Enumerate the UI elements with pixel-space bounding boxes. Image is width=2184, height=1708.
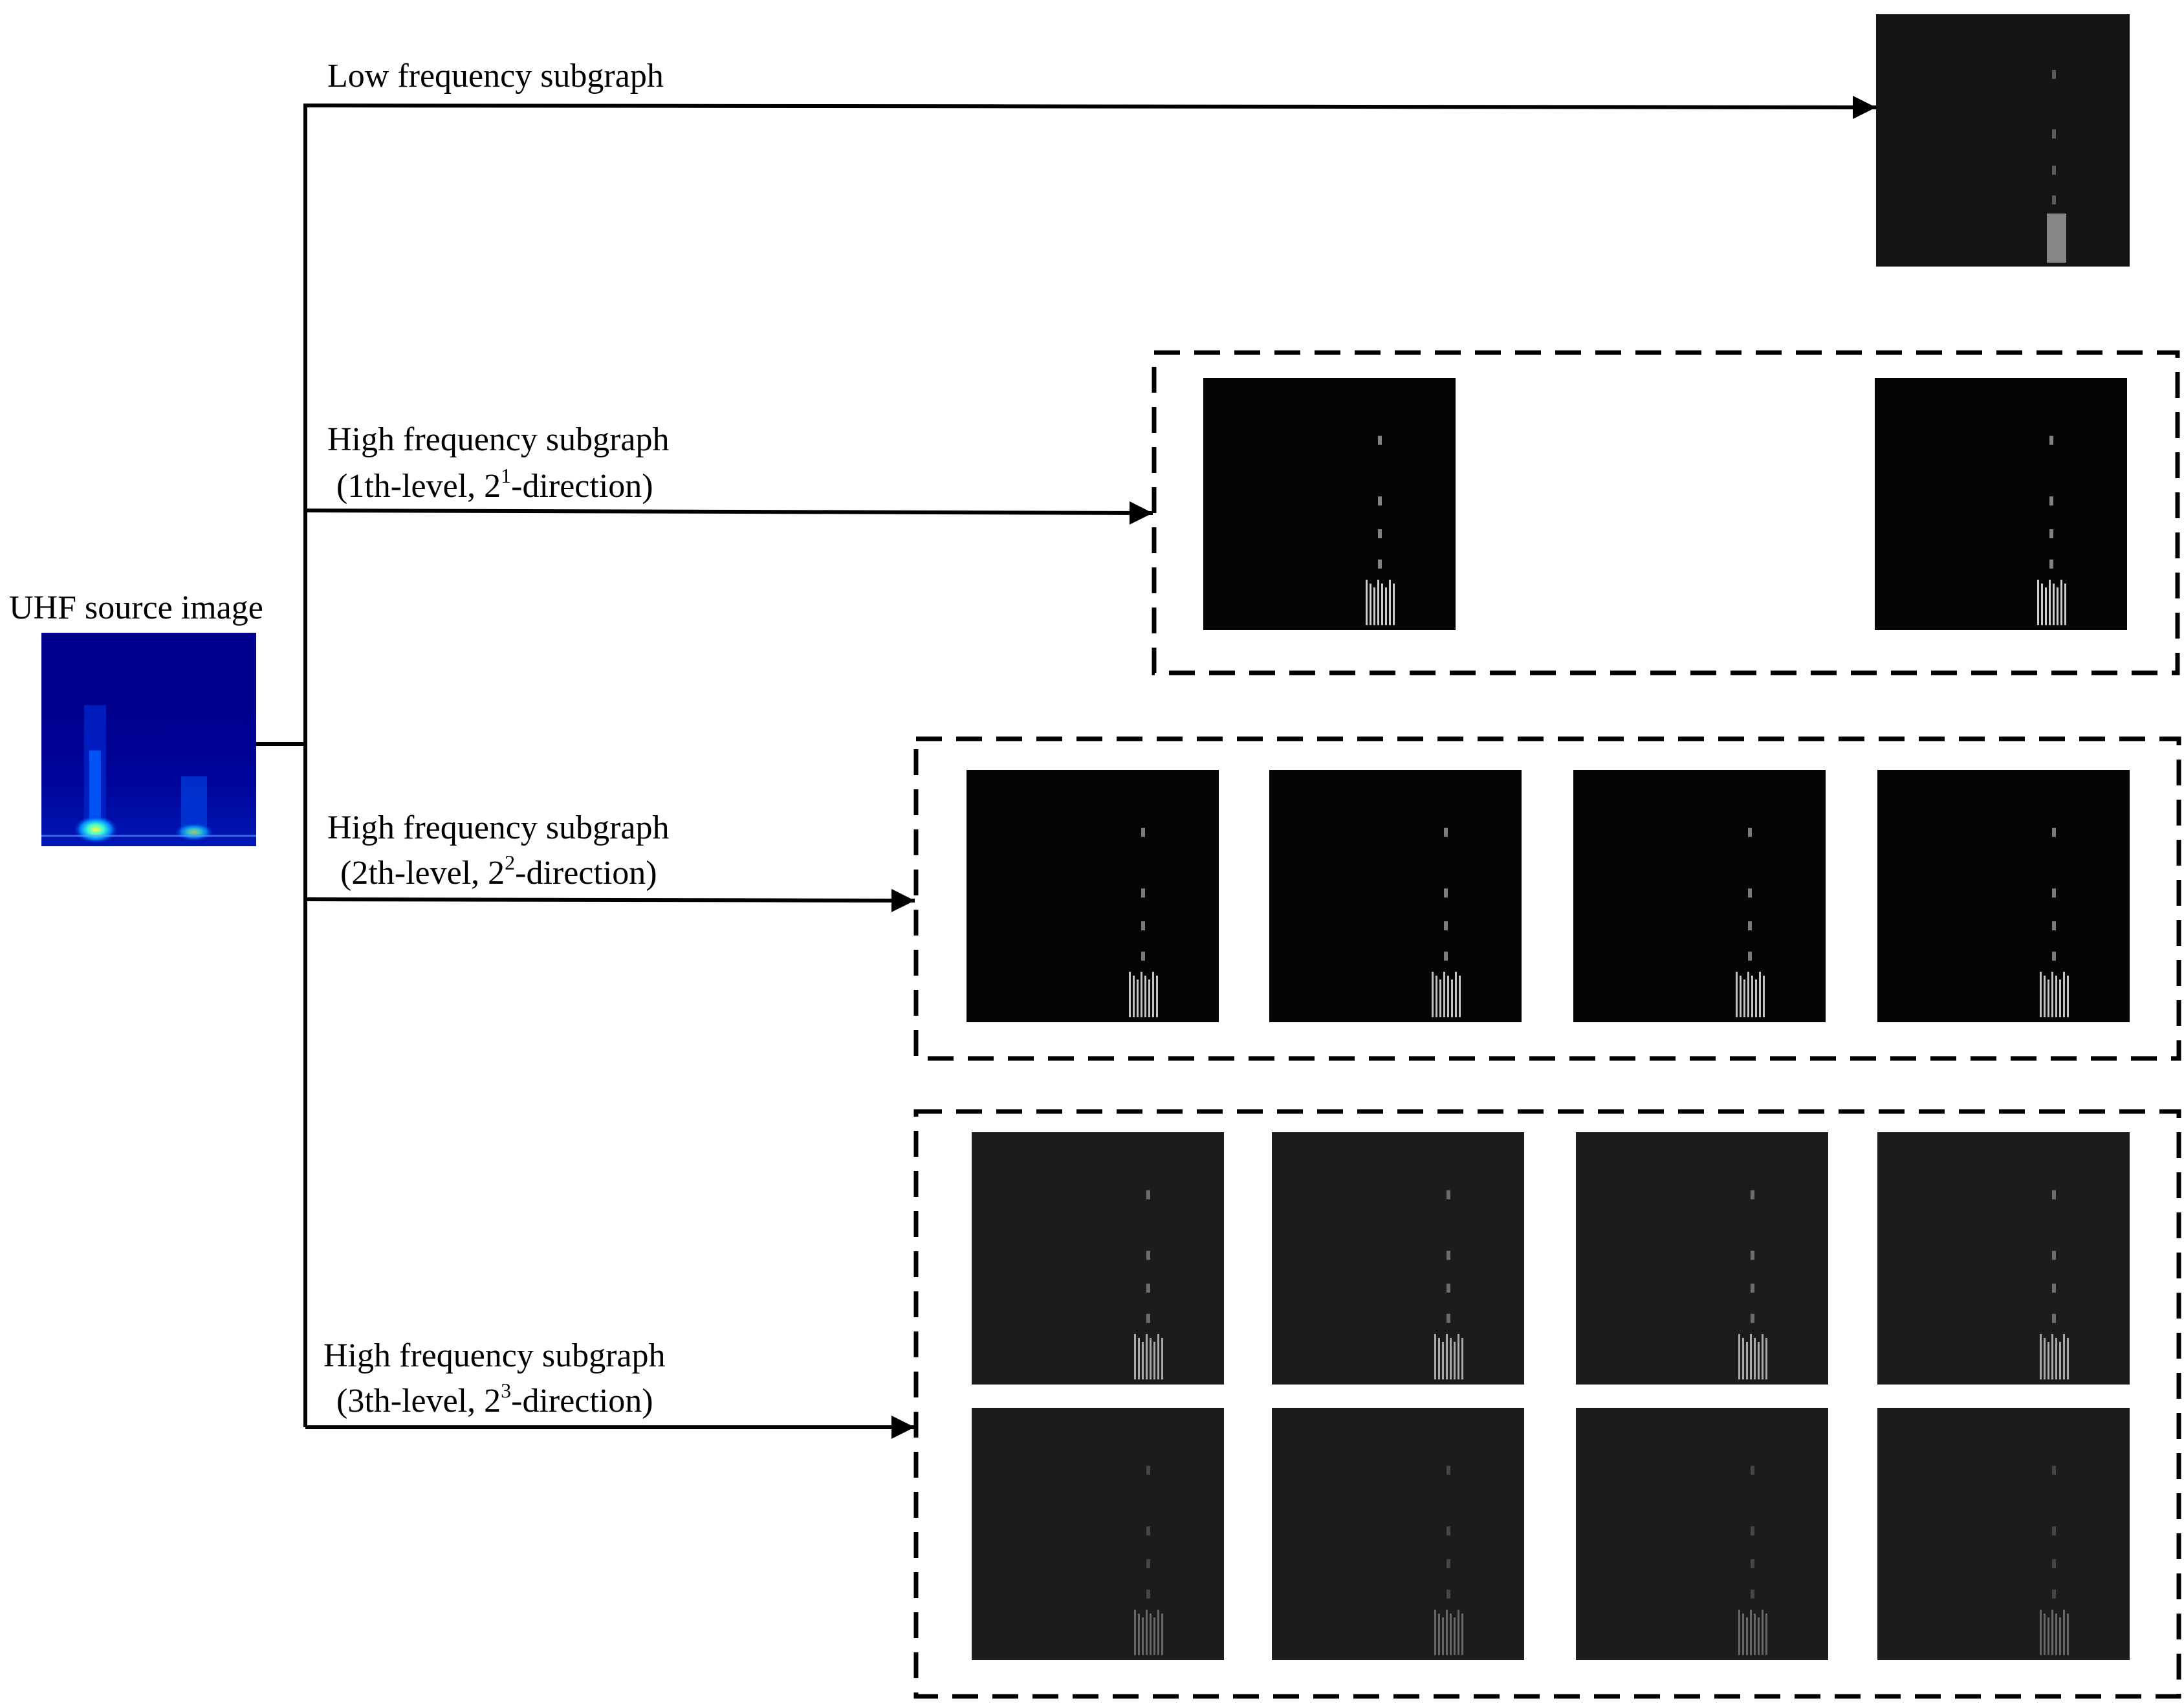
- level3-branch-title: High frequency subgraph: [323, 1337, 666, 1374]
- level3-detail-suffix: -direction): [511, 1383, 653, 1419]
- level3-branch-label: High frequency subgraph: [323, 1335, 666, 1377]
- level3-subgraph-image: [1877, 1132, 2130, 1385]
- level3-subgraph-image: [1576, 1132, 1828, 1385]
- level2-detail-suffix: -direction): [515, 855, 657, 892]
- level3-subgraph-image: [1877, 1408, 2130, 1660]
- level1-group-frame: [1152, 350, 2180, 675]
- arrow-level1: [305, 501, 1153, 525]
- level2-subgraph-image: [966, 770, 1219, 1022]
- level2-subgraph-image: [1269, 770, 1522, 1022]
- level3-subgraph-image: [972, 1132, 1224, 1385]
- level1-detail-exponent: 1: [501, 464, 512, 487]
- level3-subgraph-image: [1576, 1408, 1828, 1660]
- low-branch-title: Low frequency subgraph: [327, 58, 664, 94]
- level2-branch-label: High frequency subgraph: [327, 807, 670, 849]
- source-image-title: UHF source image: [9, 589, 263, 626]
- level3-detail-prefix: (3th-level, 2: [336, 1383, 501, 1419]
- low-frequency-subgraph-image: [1876, 14, 2130, 267]
- level2-subgraph-image: [1573, 770, 1826, 1022]
- level2-group-frame: [913, 736, 2181, 1061]
- low-branch-label: Low frequency subgraph: [327, 56, 664, 97]
- level2-detail-exponent: 2: [505, 851, 516, 874]
- level1-detail-suffix: -direction): [511, 468, 653, 505]
- level1-branch-title: High frequency subgraph: [327, 421, 670, 458]
- level3-subgraph-image: [972, 1408, 1224, 1660]
- level1-subgraph-image: [1203, 378, 1456, 630]
- level2-subgraphs: [966, 770, 2130, 1022]
- level1-detail-prefix: (1th-level, 2: [336, 468, 501, 505]
- level3-subgraph-image: [1272, 1408, 1524, 1660]
- level1-branch-detail: (1th-level, 21-direction): [336, 464, 653, 507]
- level1-branch-label: High frequency subgraph: [327, 419, 670, 461]
- level2-branch-detail: (2th-level, 22-direction): [340, 851, 657, 894]
- level2-subgraph-image: [1877, 770, 2130, 1022]
- level3-branch-detail: (3th-level, 23-direction): [336, 1379, 653, 1422]
- level1-subgraph-image: [1875, 378, 2127, 630]
- arrow-low: [305, 95, 1877, 119]
- level3-detail-exponent: 3: [501, 1379, 512, 1402]
- uhf-source-image: [41, 633, 256, 846]
- level2-detail-prefix: (2th-level, 2: [340, 855, 505, 892]
- level3-subgraphs: [972, 1132, 2130, 1660]
- arrow-level2: [305, 888, 915, 912]
- level1-subgraphs: [1203, 378, 2127, 630]
- level2-branch-title: High frequency subgraph: [327, 809, 670, 846]
- level3-subgraph-image: [1272, 1132, 1524, 1385]
